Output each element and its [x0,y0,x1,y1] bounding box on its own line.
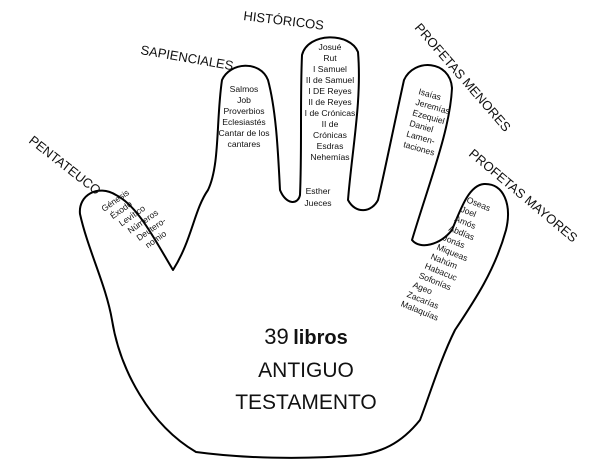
book-item: Eclesiastés [222,117,265,127]
group-label-pentateuco: PENTATEUCO [26,133,104,198]
book-list-profetas-mayores: Oseas Joel Amós Abdías Jonás Miqueas Nah… [400,195,493,323]
hand-outline [78,36,509,459]
title-line-2: TESTAMENTO [235,391,377,414]
book-item: II de [322,119,339,129]
book-item: Rut [323,53,337,63]
book-item: cantares [228,139,261,149]
book-item: I de Crónicas [305,108,356,118]
book-item: II de Samuel [306,75,354,85]
book-item: I Samuel [313,64,347,74]
book-item: Esther [306,186,331,196]
book-item: Josué [319,42,342,52]
book-item: I DE Reyes [308,86,351,96]
book-list-sapienciales: Salmos Job Proverbios Eclesiastés Cantar… [218,84,269,149]
book-item: Proverbios [223,106,264,116]
book-item: Crónicas [313,130,347,140]
book-item: II de Reyes [308,97,351,107]
title-line-1: ANTIGUO [258,359,354,382]
book-item: Job [237,95,251,105]
book-item: Nehemías [310,152,349,162]
books-count-word: libros [293,327,347,349]
book-item: Salmos [230,84,259,94]
group-label-sapienciales: SAPIENCIALES [139,42,234,73]
group-label-historicos: HISTÓRICOS [243,8,325,33]
book-item: Jueces [304,198,331,208]
book-list-historicos: Josué Rut I Samuel II de Samuel I DE Rey… [304,42,355,208]
book-item: Esdras [317,141,344,151]
books-count: 39 libros [264,324,347,349]
group-label-profetas-mayores: PROFETAS MAYORES [466,146,581,246]
book-item: Cantar de los [218,128,269,138]
books-count-number: 39 [264,324,288,349]
